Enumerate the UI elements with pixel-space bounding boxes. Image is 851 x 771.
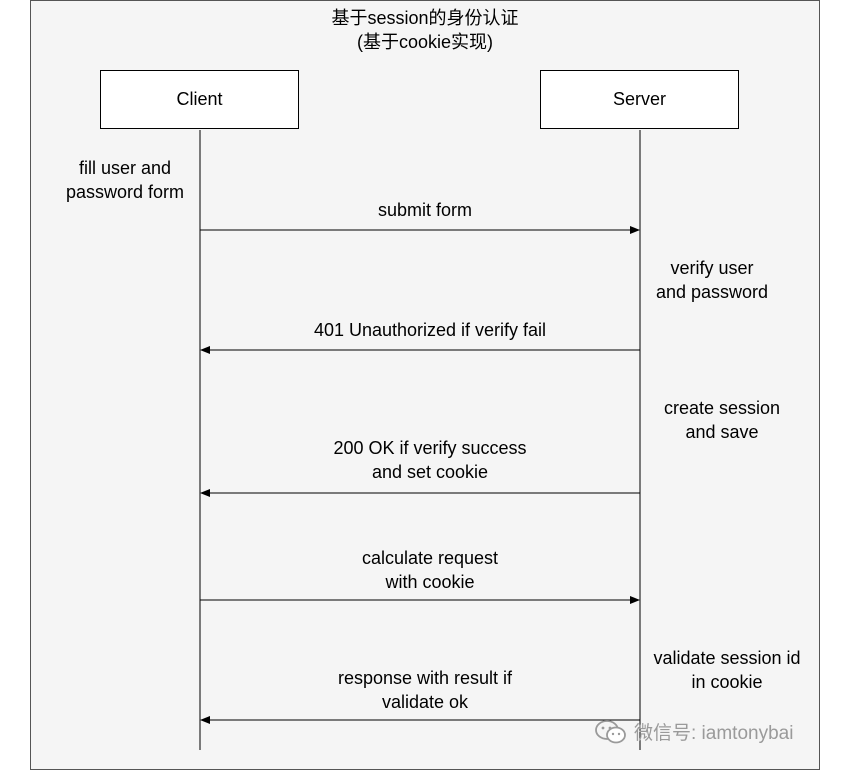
msg-calculate: calculate request with cookie [210,546,650,594]
msg-unauthorized: 401 Unauthorized if verify fail [210,318,650,342]
msg-line: calculate request [361,548,499,568]
msg-line: submit form [377,200,473,220]
title-line-1: 基于session的身份认证 [331,8,519,28]
note-client-fill: fill user and password form [50,156,200,204]
msg-line: 401 Unauthorized if verify fail [313,320,547,340]
note-line: and password [655,282,769,302]
note-server-create: create session and save [642,396,802,444]
msg-line: 200 OK if verify success [333,438,527,458]
note-line: password form [65,182,185,202]
msg-line: validate ok [381,692,469,712]
server-label: Server [612,89,666,109]
msg-response: response with result if validate ok [210,666,640,714]
msg-line: response with result if [337,668,513,688]
note-line: fill user and [78,158,172,178]
title-line-2: (基于cookie实现) [356,32,494,52]
note-line: verify user [670,258,754,278]
watermark-text: 微信号: iamtonybai [634,723,794,744]
client-actor: Client [100,70,299,129]
server-actor: Server [540,70,739,129]
wechat-icon [595,719,626,743]
note-line: in cookie [691,672,763,692]
msg-submit: submit form [210,198,640,222]
msg-ok: 200 OK if verify success and set cookie [210,436,650,484]
note-server-verify: verify user and password [642,256,782,304]
note-line: and save [685,422,759,442]
watermark: 微信号: iamtonybai [594,718,793,745]
note-line: create session [663,398,781,418]
msg-line: with cookie [385,572,475,592]
client-label: Client [176,89,223,109]
msg-line: and set cookie [371,462,489,482]
diagram-title: 基于session的身份认证 (基于cookie实现) [30,6,820,54]
note-server-validate: validate session id in cookie [642,646,812,694]
note-line: validate session id [653,648,801,668]
